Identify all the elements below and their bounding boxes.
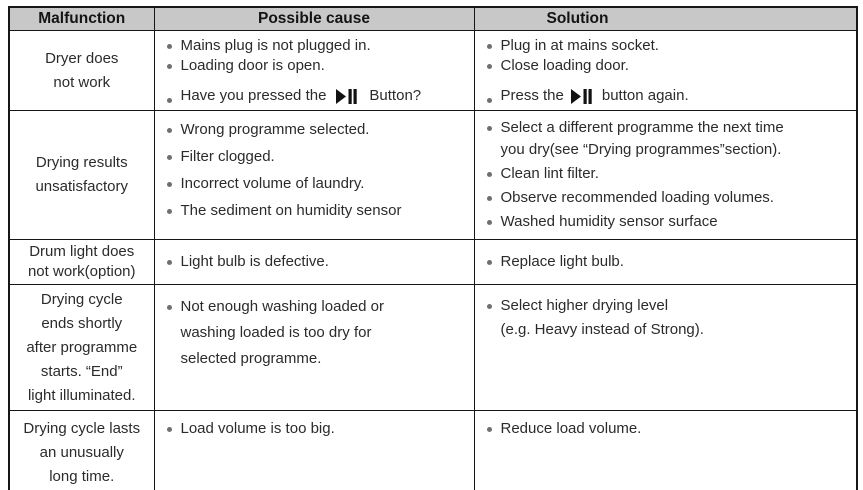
list-item: Close loading door. — [485, 56, 851, 76]
col-header-malfunction: Malfunction — [8, 6, 155, 31]
solution-cell: Select a different programme the next ti… — [473, 110, 858, 240]
malfunction-cell: Drum light does not work(option) — [8, 239, 155, 285]
cause-text: Not enough washing loaded or washing loa… — [180, 298, 384, 367]
troubleshooting-table: Malfunction Possible cause Solution Drye… — [8, 6, 858, 490]
bullet-icon — [486, 427, 492, 432]
solution-text: Select higher drying level (e.g. Heavy i… — [500, 297, 704, 338]
list-item: Load volume is too big. — [165, 419, 468, 439]
table-row-drying-cycle-lasts-long: Drying cycle lasts an unusually long tim… — [8, 410, 858, 490]
solution-text: Washed humidity sensor surface — [500, 213, 718, 230]
malfunction-cell: Dryer does not work — [8, 30, 155, 111]
bullet-icon — [166, 260, 172, 265]
cause-text: Have you pressed the — [180, 87, 327, 104]
bullet-icon — [486, 172, 492, 177]
list-item: Have you pressed the Button? — [165, 86, 468, 106]
malfunction-cell: Drying cycle lasts an unusually long tim… — [8, 410, 155, 490]
bullet-icon — [166, 182, 172, 187]
solution-cell: Select higher drying level (e.g. Heavy i… — [473, 284, 858, 411]
possible-cause-cell: Not enough washing loaded or washing loa… — [153, 284, 475, 411]
solution-text: Replace light bulb. — [500, 253, 624, 270]
cause-text: Wrong programme selected. — [180, 121, 370, 138]
list-item: Wrong programme selected. — [165, 120, 468, 140]
malfunction-cell: Drying results unsatisfactory — [8, 110, 155, 240]
cause-text: The sediment on humidity sensor — [180, 202, 402, 219]
bullet-icon — [486, 260, 492, 265]
bullet-icon — [486, 64, 492, 69]
list-item: Not enough washing loaded or washing loa… — [165, 294, 468, 372]
bullet-icon — [166, 64, 172, 69]
possible-cause-cell: Mains plug is not plugged in. Loading do… — [153, 30, 475, 111]
list-item: Plug in at mains socket. — [485, 36, 851, 56]
list-item: Press the button again. — [485, 86, 851, 106]
solution-text: Observe recommended loading volumes. — [500, 189, 774, 206]
cause-text: Light bulb is defective. — [180, 253, 329, 270]
cause-text: Incorrect volume of laundry. — [180, 175, 365, 192]
list-item: The sediment on humidity sensor — [165, 201, 468, 221]
table-row-dryer-does-not-work: Dryer does not work Mains plug is not pl… — [8, 30, 858, 111]
list-item: Mains plug is not plugged in. — [165, 36, 468, 56]
table-row-drying-results-unsatisfactory: Drying results unsatisfactory Wrong prog… — [8, 110, 858, 240]
solution-text: button again. — [601, 87, 689, 104]
list-item: Filter clogged. — [165, 147, 468, 167]
solution-text: Clean lint filter. — [500, 165, 599, 182]
list-item: Select a different programme the next ti… — [485, 117, 851, 161]
bullet-icon — [166, 44, 172, 49]
bullet-icon — [166, 128, 172, 133]
col-header-solution: Solution — [473, 6, 858, 31]
malfunction-cell: Drying cycle ends shortly after programm… — [8, 284, 155, 411]
list-item: Replace light bulb. — [485, 252, 851, 272]
solution-text: Reduce load volume. — [500, 420, 642, 437]
bullet-icon — [166, 305, 172, 310]
bullet-icon — [486, 220, 492, 225]
bullet-icon — [166, 209, 172, 214]
bullet-icon — [166, 155, 172, 160]
cause-text: Mains plug is not plugged in. — [180, 37, 371, 54]
solution-text: Plug in at mains socket. — [500, 37, 659, 54]
bullet-icon — [166, 427, 172, 432]
list-item: Observe recommended loading volumes. — [485, 187, 851, 209]
solution-text: Close loading door. — [500, 57, 629, 74]
bullet-icon — [486, 126, 492, 131]
solution-cell: Reduce load volume. — [473, 410, 858, 490]
possible-cause-cell: Light bulb is defective. — [153, 239, 475, 285]
bullet-icon — [486, 196, 492, 201]
list-item: Washed humidity sensor surface — [485, 211, 851, 233]
bullet-icon — [486, 44, 492, 49]
play-pause-icon — [570, 88, 592, 104]
cause-text: Button? — [369, 87, 422, 104]
solution-cell: Plug in at mains socket. Close loading d… — [473, 30, 858, 111]
list-item: Light bulb is defective. — [165, 252, 468, 272]
solution-cell: Replace light bulb. — [473, 239, 858, 285]
header-row: Malfunction Possible cause Solution — [8, 6, 858, 31]
table-row-drying-cycle-ends-shortly: Drying cycle ends shortly after programm… — [8, 284, 858, 411]
cause-text: Loading door is open. — [180, 57, 325, 74]
cause-text: Load volume is too big. — [180, 420, 335, 437]
list-item: Select higher drying level (e.g. Heavy i… — [485, 294, 851, 342]
table-row-drum-light: Drum light does not work(option) Light b… — [8, 239, 858, 285]
possible-cause-cell: Load volume is too big. — [153, 410, 475, 490]
bullet-icon — [486, 304, 492, 309]
play-pause-icon — [336, 88, 358, 104]
col-header-possible-cause: Possible cause — [153, 6, 475, 31]
list-item: Clean lint filter. — [485, 163, 851, 185]
bullet-icon — [166, 97, 172, 103]
list-item: Incorrect volume of laundry. — [165, 174, 468, 194]
solution-text: Press the — [500, 87, 564, 104]
list-item: Reduce load volume. — [485, 419, 851, 439]
bullet-icon — [486, 97, 492, 103]
list-item: Loading door is open. — [165, 56, 468, 76]
cause-text: Filter clogged. — [180, 148, 275, 165]
possible-cause-cell: Wrong programme selected. Filter clogged… — [153, 110, 475, 240]
solution-text: Select a different programme the next ti… — [500, 119, 784, 158]
